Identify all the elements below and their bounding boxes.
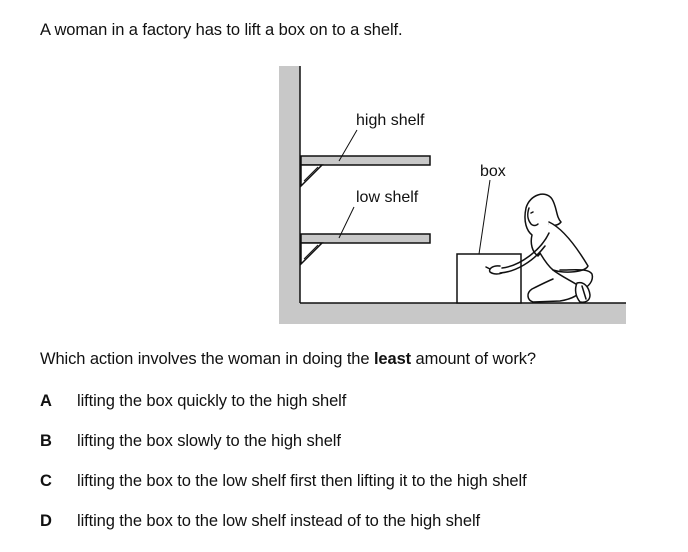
option-d-letter: D <box>40 512 52 530</box>
woman-figure <box>485 193 594 303</box>
question-emphasis: least <box>373 350 412 368</box>
option-d-text: lifting the box to the low shelf instead… <box>77 512 480 530</box>
high-shelf-leader <box>338 129 358 162</box>
option-b-letter: B <box>40 432 52 450</box>
low-shelf-leader <box>338 206 355 239</box>
high-shelf <box>300 155 431 188</box>
high-shelf-label: high shelf <box>356 112 425 129</box>
box-leader <box>478 179 491 255</box>
low-shelf <box>300 233 431 266</box>
low-shelf-label: low shelf <box>356 189 419 206</box>
answer-options: A lifting the box quickly to the high sh… <box>40 392 527 552</box>
question-before: Which action involves the woman in doing… <box>40 350 374 368</box>
option-d[interactable]: D lifting the box to the low shelf inste… <box>40 512 527 552</box>
intro-text: A woman in a factory has to lift a box o… <box>40 21 403 39</box>
wall <box>279 66 300 324</box>
option-c[interactable]: C lifting the box to the low shelf first… <box>40 472 527 512</box>
option-c-letter: C <box>40 472 52 490</box>
option-b-text: lifting the box slowly to the high shelf <box>77 432 341 450</box>
option-c-text: lifting the box to the low shelf first t… <box>77 472 527 490</box>
option-a-text: lifting the box quickly to the high shel… <box>77 392 347 410</box>
option-a[interactable]: A lifting the box quickly to the high sh… <box>40 392 527 432</box>
question-text: Which action involves the woman in doing… <box>40 350 536 369</box>
box <box>456 253 522 304</box>
question-after: amount of work? <box>411 350 537 368</box>
floor <box>279 303 626 324</box>
option-a-letter: A <box>40 392 52 410</box>
shelf-diagram: high shelf low shelf box <box>279 66 626 324</box>
option-b[interactable]: B lifting the box slowly to the high she… <box>40 432 527 472</box>
box-label: box <box>480 163 506 180</box>
